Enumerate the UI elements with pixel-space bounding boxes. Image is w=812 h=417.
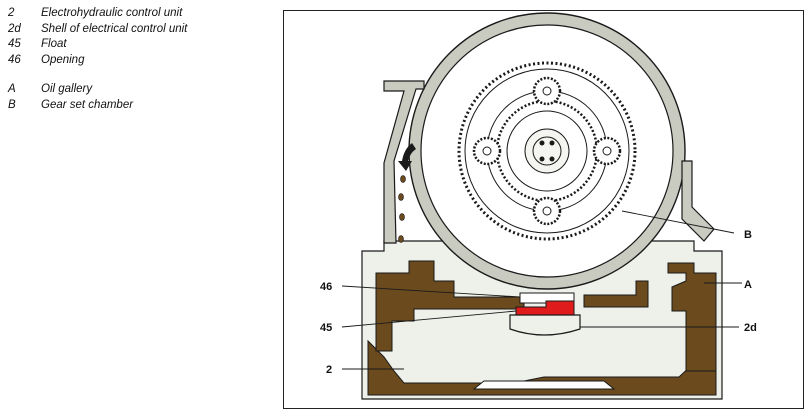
legend-item-a: A Oil gallery	[8, 82, 187, 98]
legend-item-45: 45 Float	[8, 37, 187, 53]
oil-drops	[398, 175, 406, 243]
callout-46: 46	[320, 281, 332, 293]
housing-right-wall	[681, 160, 715, 242]
legend-text: Electrohydraulic control unit	[41, 7, 183, 19]
callout-b: B	[744, 229, 752, 241]
legend-key: 2d	[8, 22, 21, 35]
legend-text: Float	[41, 38, 67, 50]
legend-text: Oil gallery	[41, 83, 93, 95]
leader-lines	[341, 210, 742, 370]
legend-text: Opening	[41, 53, 85, 66]
input-shaft	[524, 128, 570, 174]
legend-item-2: 2 Electrohydraulic control unit	[8, 6, 187, 22]
legend-key: 46	[8, 53, 21, 66]
legend-item-46: 46 Opening	[8, 53, 187, 69]
legend-key: A	[8, 83, 16, 95]
legend-text: Gear set chamber	[41, 98, 134, 111]
callout-2d: 2d	[744, 322, 757, 334]
planet-gear-bottom	[532, 196, 562, 226]
legend-key: 2	[8, 7, 15, 19]
housing-left-wall	[383, 80, 425, 244]
callout-2: 2	[326, 364, 332, 376]
transmission-cross-section-figure: B A 46 45 2d 2	[283, 10, 804, 409]
cross-section-drawing: B A 46 45 2d 2	[320, 12, 757, 400]
planetary-gear-set	[457, 61, 637, 241]
legend-item-b: B Gear set chamber	[8, 98, 187, 114]
oil-gallery-right	[667, 262, 717, 372]
planet-gear-left	[472, 136, 502, 166]
planet-gear-right	[592, 136, 622, 166]
legend-text: Shell of electrical control unit	[41, 22, 188, 35]
oil-gallery-center-right	[583, 280, 649, 308]
control-unit-shell	[509, 314, 581, 336]
legend: 2 Electrohydraulic control unit 2d Shell…	[8, 6, 187, 113]
callout-45: 45	[320, 322, 332, 334]
legend-item-2d: 2d Shell of electrical control unit	[8, 22, 187, 38]
legend-key: B	[8, 98, 16, 111]
oil-flow-arrow	[398, 143, 416, 171]
legend-spacer	[8, 68, 187, 82]
control-unit-body	[472, 380, 616, 390]
planet-gear-top	[532, 76, 562, 106]
legend-key: 45	[8, 38, 21, 50]
callout-a: A	[744, 279, 752, 291]
